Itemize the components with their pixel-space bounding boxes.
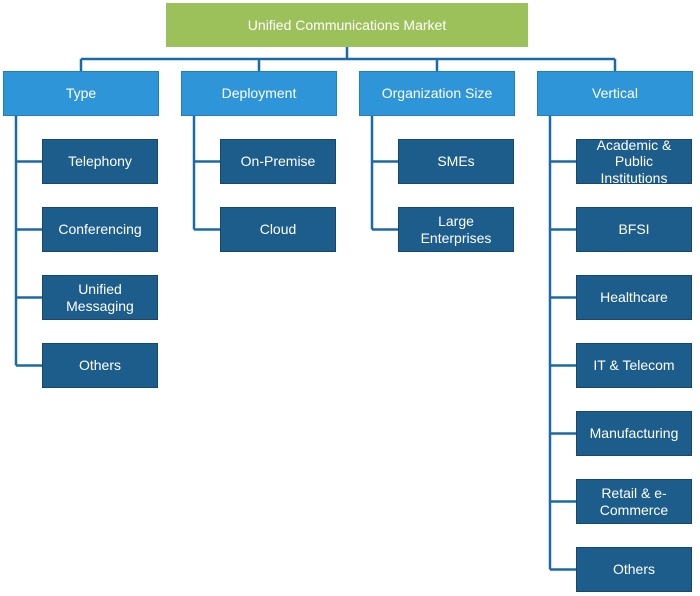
segment-node: BFSI: [576, 207, 692, 252]
segment-label: Others: [78, 357, 121, 374]
segment-label: Cloud: [259, 221, 297, 238]
segment-label: IT & Telecom: [593, 357, 675, 374]
segment-label: Retail & e- Commerce: [599, 485, 669, 518]
category-label: Vertical: [592, 85, 638, 102]
category-organization-size: Organization Size: [359, 71, 515, 116]
segment-node: Retail & e- Commerce: [576, 479, 692, 524]
category-label: Type: [65, 85, 97, 102]
category-label: Organization Size: [381, 85, 493, 102]
segment-label: Large Enterprises: [420, 213, 492, 246]
segment-node: Others: [42, 343, 158, 388]
segment-node: Large Enterprises: [398, 207, 514, 252]
segment-node: Cloud: [220, 207, 336, 252]
category-deployment: Deployment: [181, 71, 337, 116]
segment-node: Manufacturing: [576, 411, 692, 456]
root-label: Unified Communications Market: [247, 16, 447, 33]
segment-label: Conferencing: [58, 221, 142, 238]
segment-label: Healthcare: [600, 289, 668, 306]
root-node: Unified Communications Market: [166, 3, 528, 47]
segment-node: Telephony: [42, 139, 158, 184]
segment-label: Telephony: [68, 153, 132, 170]
segment-node: Others: [576, 547, 692, 592]
category-vertical: Vertical: [537, 71, 693, 116]
segment-node: Unified Messaging: [42, 275, 158, 320]
segment-node: Healthcare: [576, 275, 692, 320]
segment-label: SMEs: [437, 153, 475, 170]
category-type: Type: [3, 71, 159, 116]
segment-label: Academic & Public Institutions: [596, 137, 672, 186]
segment-node: IT & Telecom: [576, 343, 692, 388]
segment-node: Academic & Public Institutions: [576, 137, 692, 186]
segment-node: SMEs: [398, 139, 514, 184]
segment-label: Others: [612, 561, 655, 578]
segment-label: On-Premise: [240, 153, 316, 170]
category-label: Deployment: [221, 85, 297, 102]
segment-label: Unified Messaging: [66, 281, 134, 314]
segment-node: Conferencing: [42, 207, 158, 252]
segment-label: Manufacturing: [589, 425, 679, 442]
segment-label: BFSI: [618, 221, 650, 238]
segment-node: On-Premise: [220, 139, 336, 184]
